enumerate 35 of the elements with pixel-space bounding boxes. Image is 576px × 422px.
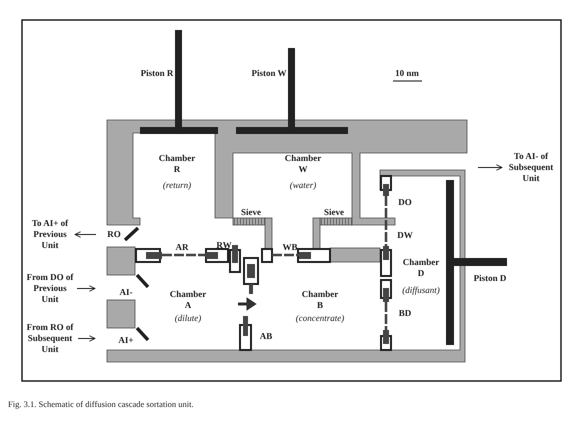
part-label: Piston D [472,273,508,284]
arrow [74,231,96,238]
unit-connection-text: From DO of Previous Unit [25,272,75,305]
part-label: RO [106,229,122,240]
part-label: AI- [118,287,134,298]
chamber-role-label: (diffusant) [401,285,441,296]
unit-connection-text: To AI- of Subsequent Unit [504,151,558,184]
part-label: DO [397,197,413,208]
part-label: Chamber D [402,257,440,279]
arrow [478,164,502,171]
unit-connection-text: From RO of Subsequent Unit [24,322,76,355]
chamber-role-label: (return) [162,180,192,191]
part-label: AB [258,331,274,342]
arrow [76,285,96,292]
part-label: Chamber W [284,153,322,175]
part-label: Chamber B [300,289,340,311]
unit-connection-text: To AI+ of Previous Unit [27,218,73,251]
arrow [78,335,96,342]
part-label: Piston R [140,68,174,79]
part-label: 10 nm [394,68,420,79]
part-label: AI+ [117,335,135,346]
chamber-role-label: (dilute) [174,313,202,324]
part-label: AR [174,242,190,253]
part-label: Sieve [323,207,345,218]
chamber-role-label: (concentrate) [294,313,346,324]
part-label: RW [215,240,233,251]
chamber-role-label: (water) [288,180,318,191]
part-label: WB [281,242,298,253]
part-label: Chamber R [158,153,196,175]
figure-caption: Fig. 3.1. Schematic of diffusion cascade sortation unit. [8,399,194,409]
part-label: Chamber A [168,289,208,311]
part-label: Sieve [240,207,262,218]
part-label: DW [396,230,414,241]
part-label: BD [398,308,412,319]
part-label: Piston W [250,68,288,79]
